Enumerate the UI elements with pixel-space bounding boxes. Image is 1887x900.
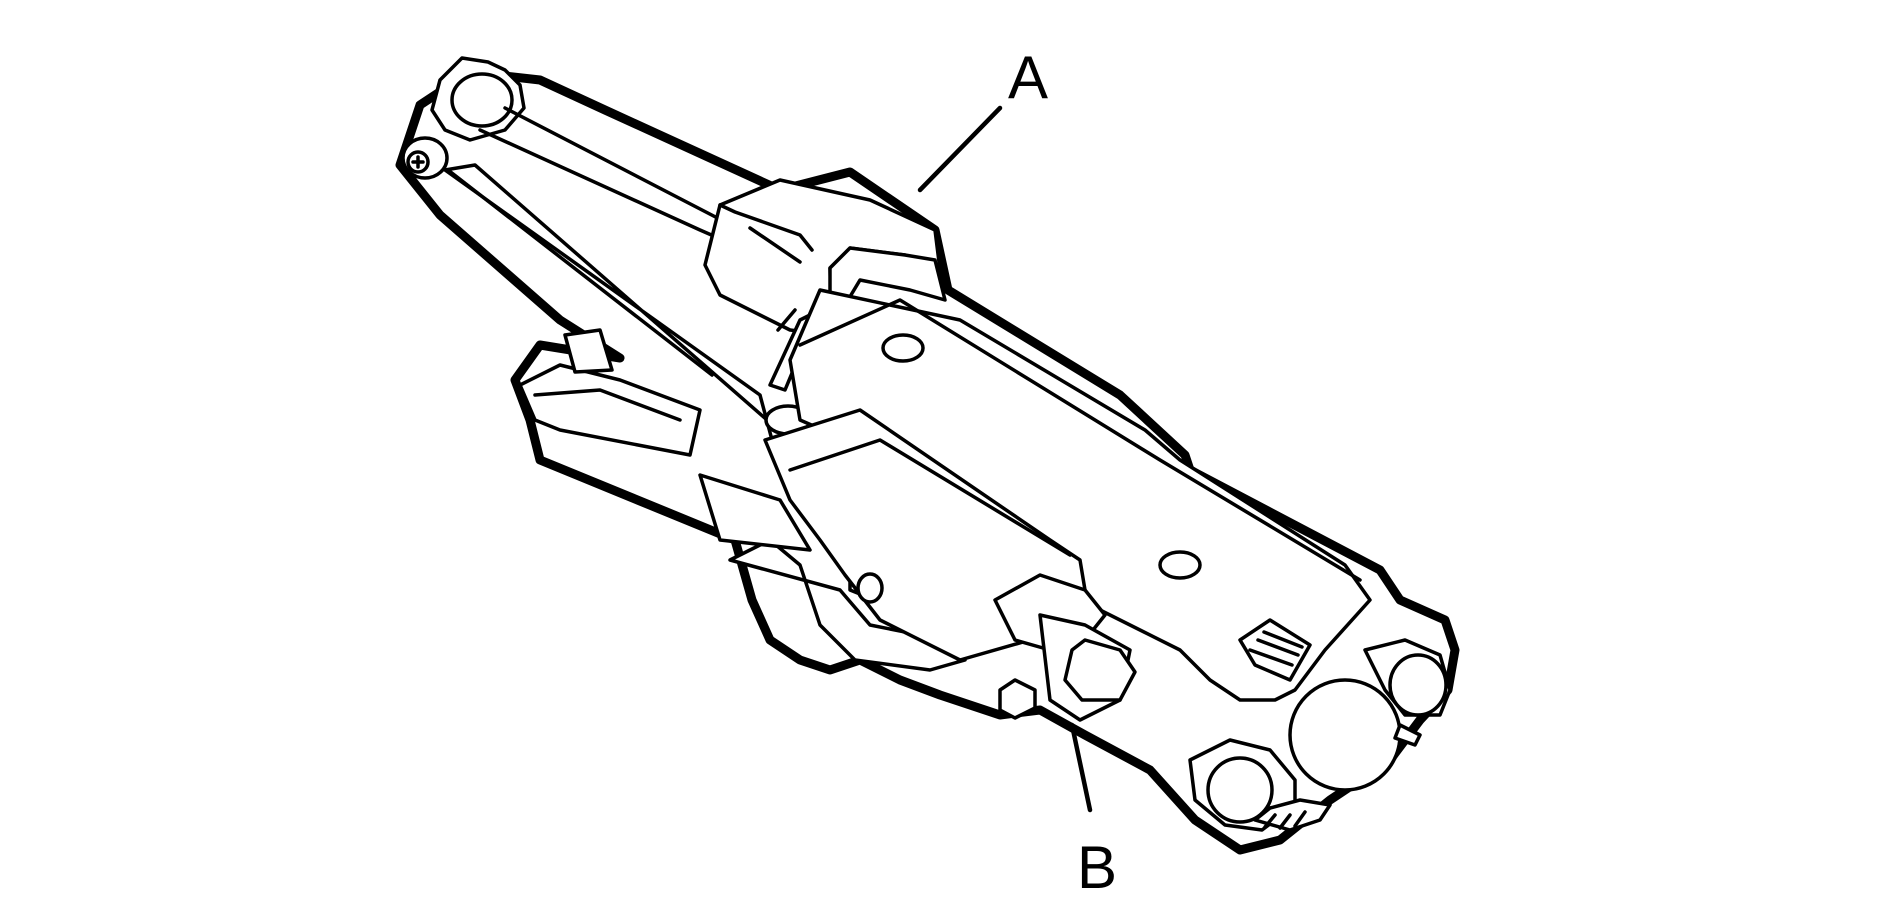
callout-a-leader (917, 105, 1003, 193)
hex-nut-icon (998, 678, 1037, 720)
drive-screw-tube (993, 573, 1137, 722)
channel-hole-1 (881, 333, 925, 363)
front-trunnion (1238, 618, 1452, 792)
channel-hole-3 (1158, 550, 1202, 580)
ball-joint-icon (1288, 678, 1402, 792)
callout-a-label: A (1008, 44, 1048, 111)
lift-saddle (703, 178, 947, 362)
base-foot (518, 328, 702, 457)
callout-b-label: B (1077, 834, 1117, 900)
rear-trunnion (401, 56, 526, 180)
callout-a: A (917, 44, 1048, 193)
callout-b: B (1069, 722, 1117, 900)
lower-trunnion (1188, 738, 1332, 832)
callout-b-leader (1069, 722, 1093, 813)
